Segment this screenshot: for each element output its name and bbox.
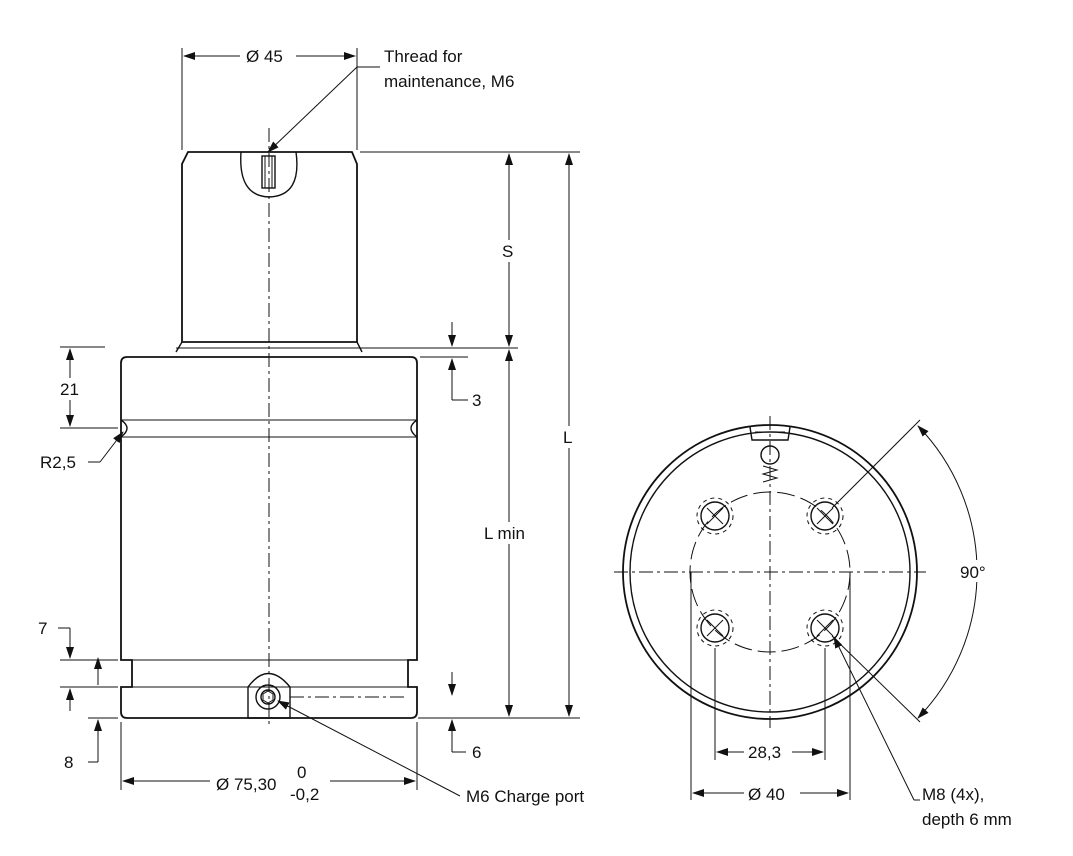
dim-6: 6 (472, 743, 481, 762)
mounting-hole-br (806, 609, 844, 647)
tol-upper: 0 (297, 763, 306, 782)
dim-3: 3 (472, 391, 481, 410)
dim-dia-top: Ø 45 (246, 47, 283, 66)
mounting-hole-tr (806, 497, 844, 535)
holes-label-line2: depth 6 mm (922, 810, 1012, 829)
charge-port-label: M6 Charge port (466, 787, 584, 806)
dim-angle: 90° (960, 563, 986, 582)
tol-lower: -0,2 (290, 785, 319, 804)
dim-stroke: S (502, 242, 513, 261)
side-view: Ø 45 Thread for maintenance, M6 S L L mi… (38, 44, 584, 806)
thread-label-line2: maintenance, M6 (384, 72, 514, 91)
dim-21: 21 (60, 380, 79, 399)
charge-port (247, 672, 291, 719)
dim-length-min: L min (484, 524, 525, 543)
cylinder-body-outline (120, 356, 418, 719)
mounting-hole-tl (696, 497, 734, 535)
dim-radius: R2,5 (40, 453, 76, 472)
dim-8: 8 (64, 753, 73, 772)
dim-pitch: 28,3 (748, 743, 781, 762)
thread-label-line1: Thread for (384, 47, 463, 66)
dim-7: 7 (38, 619, 47, 638)
mounting-hole-bl (696, 609, 734, 647)
dim-bolt-circle: Ø 40 (748, 785, 785, 804)
dim-dia-body: Ø 75,30 (216, 775, 277, 794)
dim-length: L (563, 428, 572, 447)
holes-label-line1: M8 (4x), (922, 785, 984, 804)
bottom-view: 90° 28,3 Ø 40 M8 (4x), depth 6 mm (614, 416, 1012, 829)
